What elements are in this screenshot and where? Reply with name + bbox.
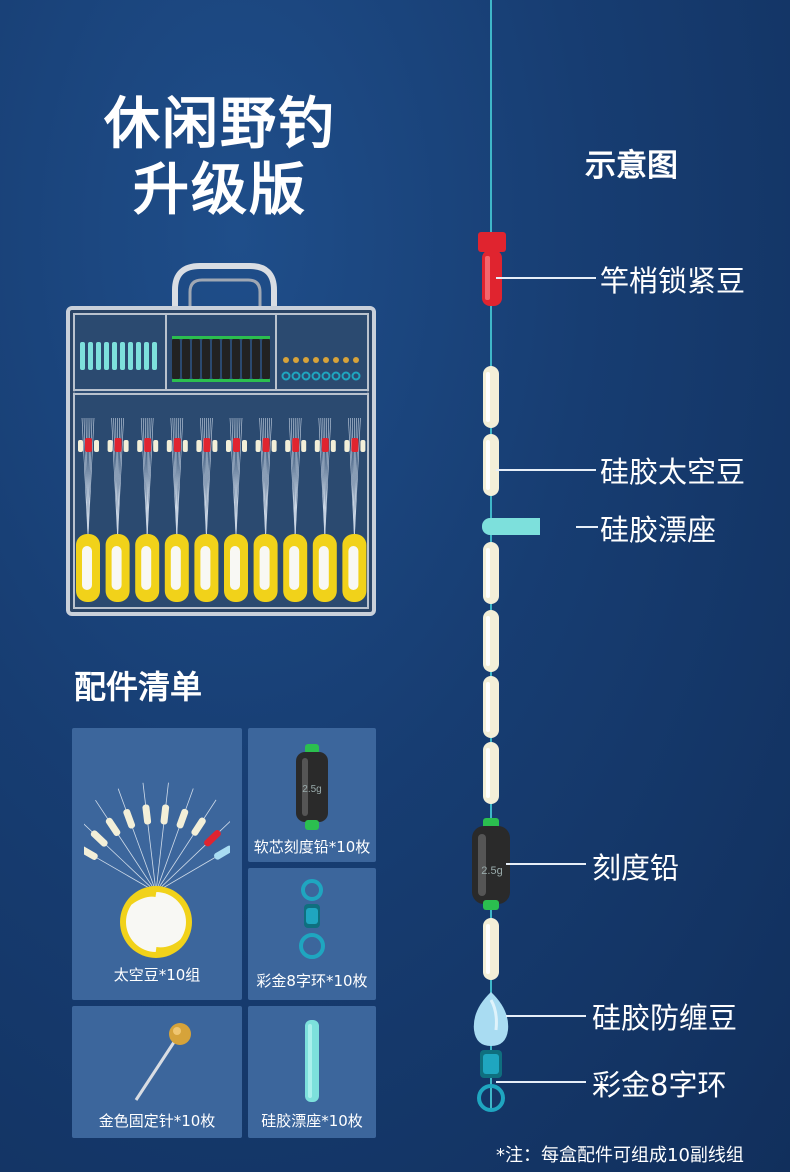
rod-tip-stopper-icon: [478, 232, 506, 306]
anti-tangle-bead-icon: [473, 992, 509, 1046]
space-bead-set: [164, 417, 189, 602]
silicone-bead-column: [483, 366, 499, 980]
space-bead-set: [283, 417, 308, 602]
label-silicone-space-bead: 硅胶太空豆: [600, 455, 746, 489]
rig-diagram: 2.5g: [472, 0, 540, 1112]
part-card-swivel: 彩金8字环*10枚: [248, 868, 376, 1000]
label-scale-lead: 刻度铅: [592, 851, 680, 885]
label-swivel: 彩金8字环: [592, 1068, 727, 1102]
lead-weight-icon: 2.5g: [296, 744, 328, 830]
pin-and-swivel-row: [281, 357, 361, 381]
footnote: *注：每盒配件可组成10副线组: [496, 1145, 744, 1166]
part-label-swivel: 彩金8字环*10枚: [256, 972, 368, 990]
part-card-pin: 金色固定针*10枚: [72, 1006, 242, 1138]
callout-line-space-bead: [496, 469, 596, 471]
callout-line-anti-tangle: [506, 1015, 586, 1017]
part-label-lead: 软芯刻度铅*10枚: [253, 838, 371, 856]
label-anti-tangle-bead: 硅胶防缠豆: [592, 1001, 738, 1035]
parts-heading: 配件清单: [74, 668, 203, 706]
swivel-diagram-icon: [477, 1050, 505, 1112]
space-bead-sets: [76, 417, 367, 602]
part-card-float-seat: 硅胶漂座*10枚: [248, 1006, 376, 1138]
product-title: 休闲野钓 升级版: [60, 92, 380, 224]
space-bead-set: [224, 417, 248, 602]
lead-weight-mark: 2.5g: [302, 784, 321, 795]
float-seat-row: [80, 342, 157, 370]
callout-line-float-seat: [576, 526, 598, 528]
lead-weight-row: [172, 336, 270, 382]
title-line-2: 升级版: [133, 158, 307, 223]
float-seat-diagram-icon: [482, 518, 540, 535]
space-bead-icon: [84, 782, 230, 958]
part-card-space-bead: 太空豆*10组: [72, 728, 242, 1000]
part-card-lead: 2.5g 软芯刻度铅*10枚: [248, 728, 376, 862]
part-label-float-seat: 硅胶漂座*10枚: [261, 1112, 363, 1130]
space-bead-set: [135, 417, 160, 602]
title-line-1: 休闲野钓: [104, 92, 336, 157]
scale-lead-mark: 2.5g: [481, 865, 502, 877]
space-bead-set: [194, 417, 219, 602]
space-bead-set: [105, 417, 130, 602]
callout-line-rod-tip: [496, 277, 596, 279]
callout-line-lead: [506, 863, 586, 865]
part-label-space-bead: 太空豆*10组: [113, 966, 201, 984]
swivel-icon: [299, 879, 325, 959]
gold-pin-icon: [134, 1023, 191, 1101]
tackle-box-illustration: [66, 263, 376, 616]
label-silicone-float-seat: 硅胶漂座: [600, 513, 717, 547]
callout-line-swivel: [496, 1081, 586, 1083]
diagram-title: 示意图: [585, 148, 678, 184]
float-seat-icon: [305, 1020, 319, 1102]
space-bead-set: [312, 417, 337, 602]
space-bead-set: [76, 417, 100, 602]
scale-lead-diagram-icon: 2.5g: [472, 818, 510, 910]
label-rod-tip-stopper: 竿梢锁紧豆: [600, 264, 746, 298]
part-label-pin: 金色固定针*10枚: [98, 1112, 216, 1130]
space-bead-set: [342, 417, 367, 602]
space-bead-set: [253, 417, 278, 602]
